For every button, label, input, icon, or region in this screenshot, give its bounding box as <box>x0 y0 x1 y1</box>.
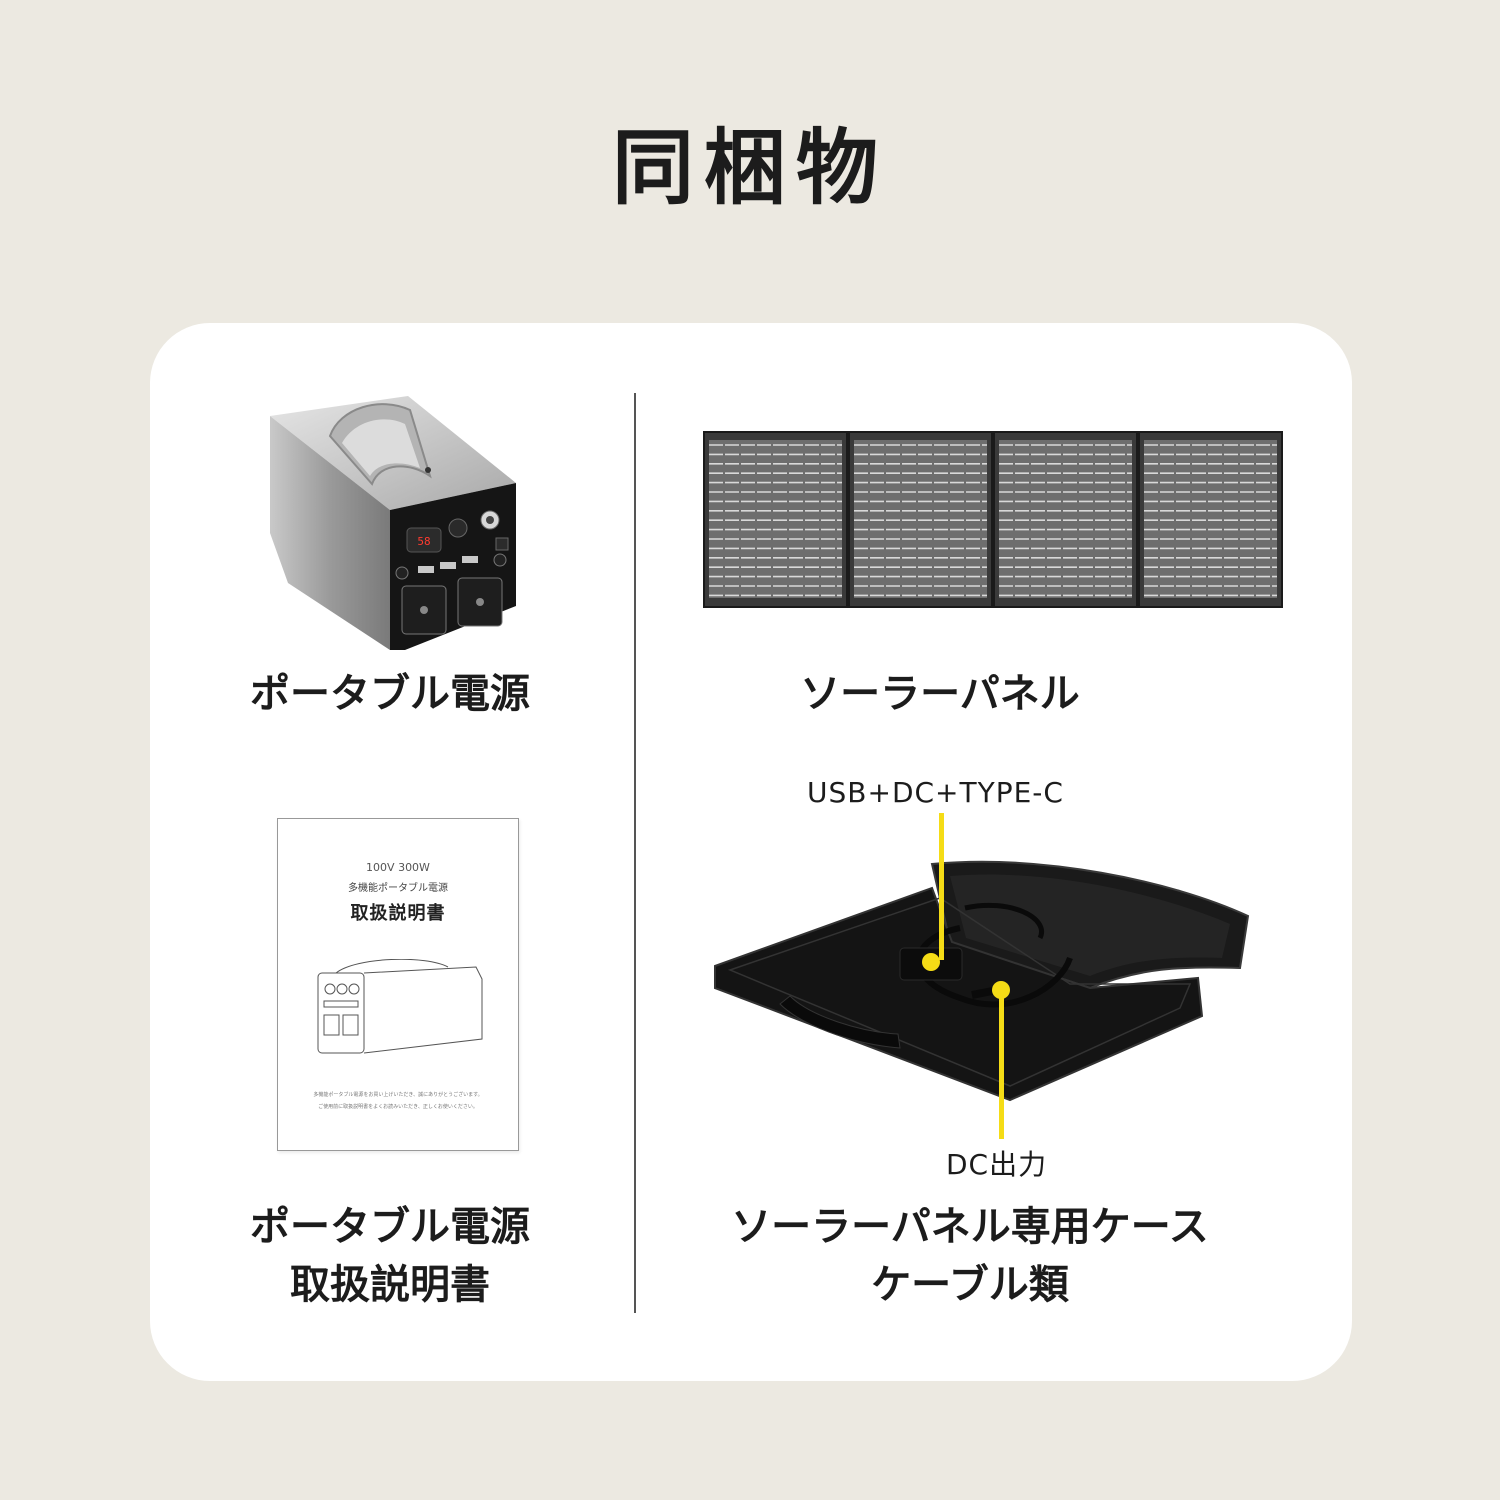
callout-line-bottom <box>999 991 1004 1139</box>
label-portable-power-station: ポータブル電源 <box>190 665 590 723</box>
manual-note-2: ご使用前に取扱説明書をよくお読みいただき、正しくお使いください。 <box>318 1104 478 1110</box>
label-line-2: ケーブル類 <box>871 1262 1069 1308</box>
solar-panel-section <box>993 431 1138 608</box>
solar-panel-case-image <box>714 860 1250 1102</box>
page-title: 同梱物 <box>611 121 888 216</box>
portable-power-station-image: 58 <box>270 396 516 650</box>
callout-marker-top <box>922 953 940 971</box>
column-divider <box>634 393 636 1313</box>
label-line: ソーラーパネル <box>800 671 1080 717</box>
manual-subtitle: 多機能ポータブル電源 <box>348 883 448 894</box>
manual-spec: 100V 300W <box>366 861 430 874</box>
callout-dc-output: DC出力 <box>946 1148 1048 1181</box>
manual-note-1: 多機能ポータブル電源をお買い上げいただき、誠にありがとうございます。 <box>313 1092 483 1098</box>
label-line-2: 取扱説明書 <box>290 1262 490 1308</box>
label-case-and-cables: ソーラーパネル専用ケース ケーブル類 <box>690 1198 1250 1314</box>
battery-display-value: 58 <box>417 535 430 548</box>
callout-usb-dc-typec: USB+DC+TYPE-C <box>807 776 1064 809</box>
label-line: ポータブル電源 <box>250 671 530 717</box>
solar-panel-section <box>848 431 993 608</box>
label-solar-panel: ソーラーパネル <box>730 665 1150 723</box>
manual-line-drawing <box>317 959 483 1054</box>
solar-panel-section <box>1138 431 1283 608</box>
manual-heading: 取扱説明書 <box>350 903 446 924</box>
label-line-1: ポータブル電源 <box>250 1204 530 1250</box>
label-line-1: ソーラーパネル専用ケース <box>731 1204 1209 1250</box>
label-instruction-manual: ポータブル電源 取扱説明書 <box>190 1198 590 1314</box>
callout-marker-bottom <box>992 981 1010 999</box>
callout-line-top <box>939 813 944 960</box>
contents-card: 58 ポータブル電源 ソーラーパネル 100V 300W 多機能ポータブル電源 … <box>150 323 1352 1381</box>
instruction-manual-image: 100V 300W 多機能ポータブル電源 取扱説明書 多機能ポータブル電源をお買… <box>277 818 519 1151</box>
solar-panel-image <box>703 431 1283 608</box>
solar-panel-section <box>703 431 848 608</box>
